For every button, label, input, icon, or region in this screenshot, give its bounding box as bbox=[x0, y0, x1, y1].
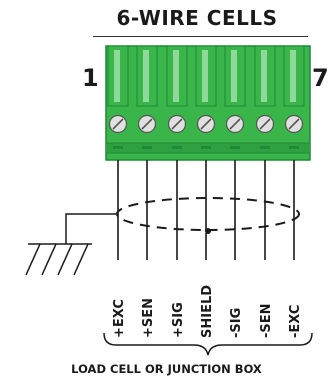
terminal-1 bbox=[107, 45, 129, 149]
terminal-slot bbox=[201, 146, 211, 149]
terminal-5 bbox=[224, 45, 246, 149]
ground-icon bbox=[25, 213, 116, 276]
terminal-label-3: +SIG bbox=[171, 302, 186, 338]
screw-icon bbox=[225, 114, 245, 134]
terminal-label-6: -SEN bbox=[259, 303, 274, 338]
screw-icon bbox=[255, 114, 275, 134]
terminal-6 bbox=[254, 45, 276, 149]
load-cell-bracket bbox=[103, 332, 313, 356]
terminal-slot bbox=[260, 146, 270, 149]
title-underline bbox=[93, 36, 308, 37]
terminal-tab-highlight bbox=[202, 50, 208, 102]
terminal-slot bbox=[230, 146, 240, 149]
terminal-2 bbox=[136, 45, 158, 149]
terminal-slot bbox=[289, 146, 299, 149]
terminal-label-7: -EXC bbox=[288, 305, 303, 338]
terminal-label-5: -SIG bbox=[229, 308, 244, 338]
screw-icon bbox=[284, 114, 304, 134]
terminal-label-1: +EXC bbox=[112, 299, 127, 338]
screw-icon bbox=[167, 114, 187, 134]
diagram-title: 6-WIRE CELLS bbox=[116, 6, 278, 30]
pin-number-last: 7 bbox=[312, 64, 329, 92]
wires bbox=[117, 160, 295, 260]
terminal-tab-highlight bbox=[143, 50, 149, 102]
shield-drain-dot bbox=[205, 228, 211, 234]
terminal-3 bbox=[166, 45, 188, 149]
terminal-tab-highlight bbox=[290, 50, 296, 102]
screw-icon bbox=[137, 114, 157, 134]
screw-icon bbox=[108, 114, 128, 134]
terminal-tab-highlight bbox=[114, 50, 120, 102]
terminal-7 bbox=[283, 45, 305, 149]
terminal-slot bbox=[113, 146, 123, 149]
footer-label: LOAD CELL OR JUNCTION BOX bbox=[71, 362, 262, 376]
terminal-slot bbox=[172, 146, 182, 149]
shield-cable-outline bbox=[116, 197, 300, 231]
terminal-4 bbox=[195, 45, 217, 149]
pin-number-first: 1 bbox=[82, 64, 99, 92]
terminal-label-2: +SEN bbox=[141, 298, 156, 338]
terminal-slot bbox=[142, 146, 152, 149]
terminal-tab-highlight bbox=[231, 50, 237, 102]
terminal-tab-highlight bbox=[261, 50, 267, 102]
terminal-label-4: SHIELD bbox=[200, 285, 215, 338]
terminal-labels: +EXC +SEN +SIG SHIELD -SIG -SEN -EXC bbox=[112, 285, 303, 338]
terminal-tab-highlight bbox=[173, 50, 179, 102]
screw-icon bbox=[196, 114, 216, 134]
terminal-columns bbox=[107, 45, 305, 149]
